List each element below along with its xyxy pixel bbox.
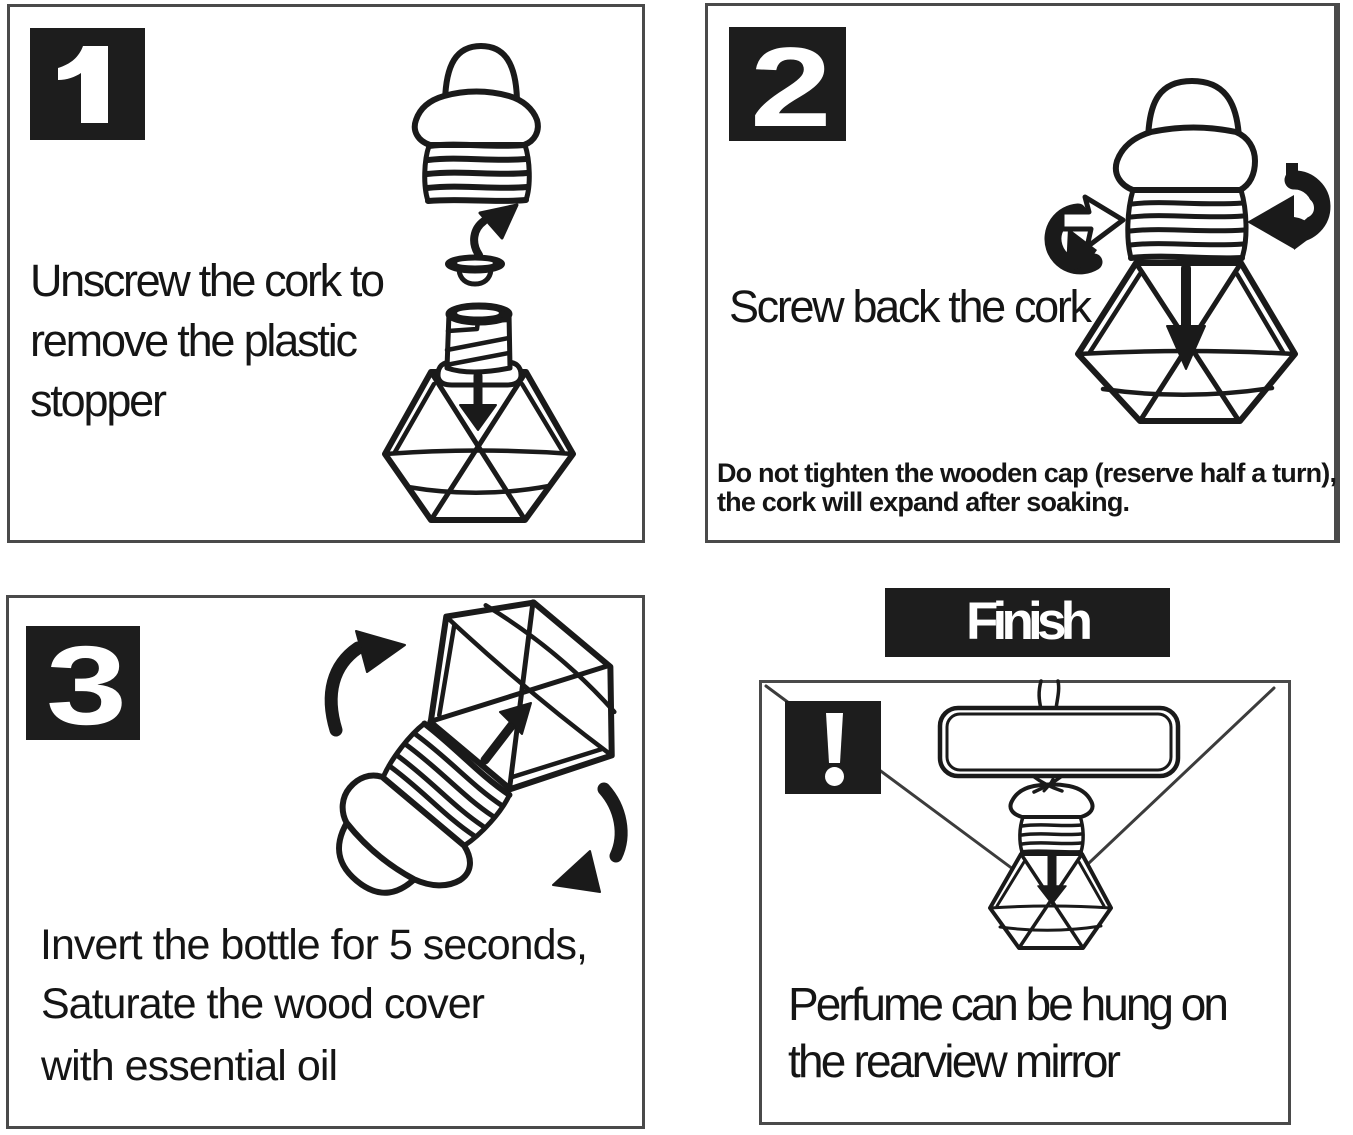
svg-text:Saturate the wood cover: Saturate the wood cover: [41, 980, 485, 1028]
svg-text:the rearview mirror: the rearview mirror: [788, 1035, 1121, 1087]
svg-text:Do not tighten the wooden cap: Do not tighten the wooden cap (reserve h…: [717, 458, 1337, 488]
svg-text:with essential oil: with essential oil: [40, 1042, 338, 1090]
svg-text:2: 2: [750, 23, 832, 150]
svg-text:Unscrew the cork to: Unscrew the cork to: [30, 255, 385, 306]
svg-text:remove the plastic: remove the plastic: [30, 315, 358, 366]
svg-text:Invert the bottle for 5 second: Invert the bottle for 5 seconds,: [40, 921, 588, 969]
svg-text:stopper: stopper: [30, 375, 167, 426]
svg-text:3: 3: [46, 622, 127, 748]
svg-text:the cork will expand after soa: the cork will expand after soaking.: [717, 487, 1130, 517]
svg-text:Perfume can be hung on: Perfume can be hung on: [788, 978, 1229, 1030]
svg-text:Screw back the cork: Screw back the cork: [729, 281, 1093, 332]
svg-text:Finish: Finish: [966, 592, 1093, 651]
